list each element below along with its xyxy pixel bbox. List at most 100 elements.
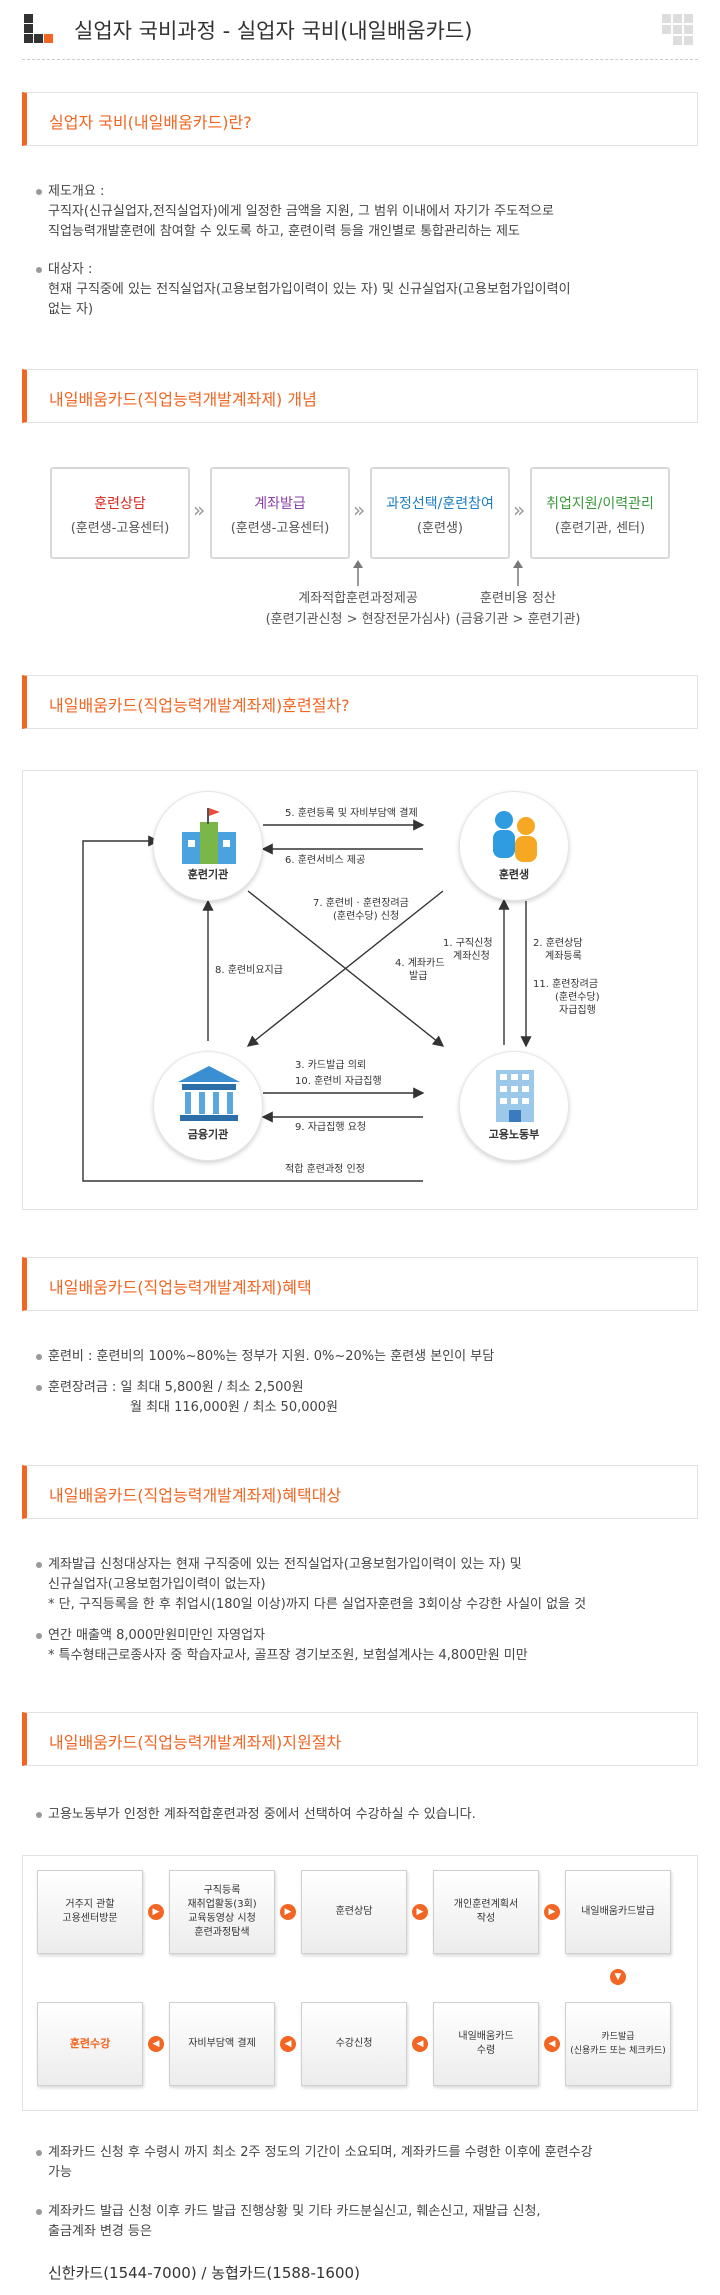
double-chevron-icon: » [353, 498, 366, 522]
step-card-issuance: 카드발급 (신용카드 또는 체크카드) [565, 2002, 671, 2086]
concept-box-title: 취업지원/이력관리 [546, 496, 654, 512]
step-card-receipt: 내일배움카드 수령 [433, 2002, 539, 2086]
section-title: 내일배움카드(직업능력개발계좌제)훈련절차? [49, 696, 350, 715]
double-chevron-icon: » [193, 498, 206, 522]
step-copayment: 자비부담액 결제 [169, 2002, 275, 2086]
flow-label: 3. 카드발급 의뢰 [295, 1060, 367, 1071]
section-title: 내일배움카드(직업능력개발계좌제) 개념 [49, 390, 317, 409]
flow-label: 계좌등록 [545, 951, 582, 962]
text-line: 월 최대 116,000원 / 최소 50,000원 [130, 1400, 339, 1415]
bullet-card-period: 계좌카드 신청 후 수령시 까지 최소 2주 정도의 기간이 소요되며, 계좌카… [36, 2143, 688, 2183]
text-line: 없는 자) [48, 302, 94, 317]
node-financial-institution: 금융기관 [153, 1051, 263, 1161]
text-line: 현재 구직중에 있는 전직실업자(고용보험가입이력이 있는 자) 및 신규실업자… [48, 282, 571, 297]
flow-label: (훈련수당) 신청 [333, 911, 400, 922]
step-label: 내일배움카드 수령 [458, 2031, 514, 2056]
text-line: 훈련장려금 : 일 최대 5,800원 / 최소 2,500원 [48, 1380, 304, 1395]
flow-label: 자급집행 [559, 1005, 596, 1016]
flow-label: 계좌신청 [453, 951, 490, 962]
section-title: 내일배움카드(직업능력개발계좌제)지원절차 [49, 1733, 342, 1752]
text-line: (훈련기관신청 > 현장전문가심사) [265, 612, 451, 627]
step-visit-center: 거주지 관할 고용센터방문 [37, 1870, 143, 1954]
flow-label: 8. 훈련비요지급 [215, 965, 283, 976]
school-icon [182, 808, 236, 864]
text-line: (금융기관 > 훈련기관) [455, 612, 581, 627]
concept-box-title: 계좌발급 [254, 496, 306, 512]
arrow-left-icon: ◀ [280, 2036, 296, 2052]
bullet-self-employed: 연간 매출액 8,000만원미만인 자영업자 * 특수형태근로종사자 중 학습자… [36, 1626, 688, 1666]
bullet-intro: 고용노동부가 인정한 계좌적합훈련과정 중에서 선택하여 수강하실 수 있습니다… [36, 1805, 688, 1825]
text-line: 훈련비용 정산 [480, 591, 556, 606]
text-line: 연간 매출액 8,000만원미만인 자영업자 [48, 1628, 266, 1643]
concept-box-title: 과정선택/훈련참여 [386, 496, 494, 512]
step-label: 훈련수강 [69, 2037, 111, 2050]
concept-box-sub: (훈련생) [416, 521, 464, 536]
arrow-left-icon: ◀ [412, 2036, 428, 2052]
flow-label: 5. 훈련등록 및 자비부담액 결제 [285, 808, 418, 819]
node-trainee: 훈련생 [459, 791, 569, 901]
text-line: 계좌적합훈련과정제공 [298, 591, 418, 606]
text-line: 계좌발급 신청대상자는 현재 구직중에 있는 전직실업자(고용보험가입이력이 있… [48, 1557, 522, 1572]
text-line: 대상자 : [48, 262, 93, 277]
step-job-registration: 구직등록 재취업활동(3회) 교육동영상 시청 훈련과정탐색 [169, 1870, 275, 1954]
step-counseling: 훈련상담 [301, 1870, 407, 1954]
bullet-eligible-applicants: 계좌발급 신청대상자는 현재 구직중에 있는 전직실업자(고용보험가입이력이 있… [36, 1555, 688, 1615]
concept-note-course: 계좌적합훈련과정제공 (훈련기관신청 > 현장전문가심사) [188, 588, 528, 630]
arrow-right-icon: ▶ [148, 1904, 164, 1920]
section-header-support-procedure: 내일배움카드(직업능력개발계좌제)지원절차 [22, 1712, 698, 1766]
concept-box-sub: (훈련기관, 센터) [554, 521, 646, 536]
node-label: 훈련기관 [187, 868, 229, 881]
bank-icon [178, 1066, 240, 1121]
step-label: 카드발급 (신용카드 또는 체크카드) [570, 2032, 666, 2056]
support-procedure-flow: 거주지 관할 고용센터방문 ▶ 구직등록 재취업활동(3회) 교육동영상 시청 … [22, 1855, 698, 2111]
step-card-issue: 내일배움카드발급 [565, 1870, 671, 1954]
flow-label: 4. 계좌카드 [395, 958, 445, 969]
bullet-training-cost: 훈련비 : 훈련비의 100%~80%는 정부가 지원. 0%~20%는 훈련생… [36, 1347, 688, 1367]
step-label: 개인훈련계획서 작성 [453, 1899, 519, 1924]
step-label: 훈련상담 [335, 1906, 373, 1917]
arrow-right-icon: ▶ [412, 1904, 428, 1920]
text-line: 출금계좌 변경 등은 [48, 2224, 152, 2239]
text-line: * 특수형태근로종사자 중 학습자교사, 골프장 경기보조원, 보험설계사는 4… [48, 1648, 528, 1663]
concept-up-arrows [353, 560, 523, 586]
arrow-down-icon: ▼ [610, 1969, 626, 1985]
step-label: 수강신청 [335, 2038, 373, 2049]
arrow-left-icon: ◀ [148, 2036, 164, 2052]
double-chevron-icon: » [513, 498, 526, 522]
concept-box-counseling: 훈련상담 (훈련생-고용센터) [50, 467, 190, 559]
flow-label: 적합 훈련과정 인정 [285, 1164, 365, 1175]
section-title: 실업자 국비(내일배움카드)란? [49, 113, 252, 132]
page-title: 실업자 국비과정 - 실업자 국비(내일배움카드) [74, 19, 473, 43]
text-line: * 단, 구직등록을 한 후 취업시(180일 이상)까지 다른 실업자훈련을 … [48, 1597, 587, 1612]
concept-box-course: 과정선택/훈련참여 (훈련생) [370, 467, 510, 559]
step-enrollment: 수강신청 [301, 2002, 407, 2086]
building-icon [496, 1070, 534, 1122]
page-header: 실업자 국비과정 - 실업자 국비(내일배움카드) [22, 0, 698, 60]
arrow-left-icon: ◀ [544, 2036, 560, 2052]
section-header-intro: 실업자 국비(내일배움카드)란? [22, 92, 698, 146]
node-ministry-labor: 고용노동부 [459, 1051, 569, 1161]
node-label: 금융기관 [187, 1128, 229, 1141]
step-label: 내일배움카드발급 [581, 1906, 655, 1917]
bullet-target: 대상자 : 현재 구직중에 있는 전직실업자(고용보험가입이력이 있는 자) 및… [36, 260, 688, 320]
step-label: 자비부담액 결제 [188, 2038, 256, 2049]
flow-label: 1. 구직신청 [443, 938, 493, 949]
text-line: 가능 [48, 2165, 72, 2180]
node-label: 훈련생 [498, 868, 530, 881]
card-company-phones: 신한카드(1544-7000) / 농협카드(1588-1600) [48, 2264, 360, 2282]
bullet-card-inquiry: 계좌카드 발급 신청 이후 카드 발급 진행상황 및 기타 카드분실신고, 훼손… [36, 2202, 688, 2242]
section-header-benefits: 내일배움카드(직업능력개발계좌제)혜택 [22, 1257, 698, 1311]
text-line: 제도개요 : [48, 184, 105, 199]
flow-label: 11. 훈련장려금 [533, 979, 599, 990]
flow-label: 10. 훈련비 자급집행 [295, 1076, 382, 1087]
node-label: 고용노동부 [488, 1128, 540, 1141]
concept-box-title: 훈련상담 [94, 496, 146, 512]
section-title: 내일배움카드(직업능력개발계좌제)혜택 [49, 1278, 312, 1297]
flow-label: 9. 자급집행 요청 [295, 1122, 367, 1133]
text-line: 구직자(신규실업자,전직실업자)에게 일정한 금액을 지원, 그 범위 이내에서… [48, 204, 554, 219]
step-label: 구직등록 재취업활동(3회) 교육동영상 시청 훈련과정탐색 [187, 1885, 257, 1938]
bullet-overview: 제도개요 : 구직자(신규실업자,전직실업자)에게 일정한 금액을 지원, 그 … [36, 182, 688, 242]
concept-box-sub: (훈련생-고용센터) [230, 521, 330, 536]
flow-label: 7. 훈련비 · 훈련장려금 [313, 898, 409, 909]
concept-box-sub: (훈련생-고용센터) [70, 521, 170, 536]
